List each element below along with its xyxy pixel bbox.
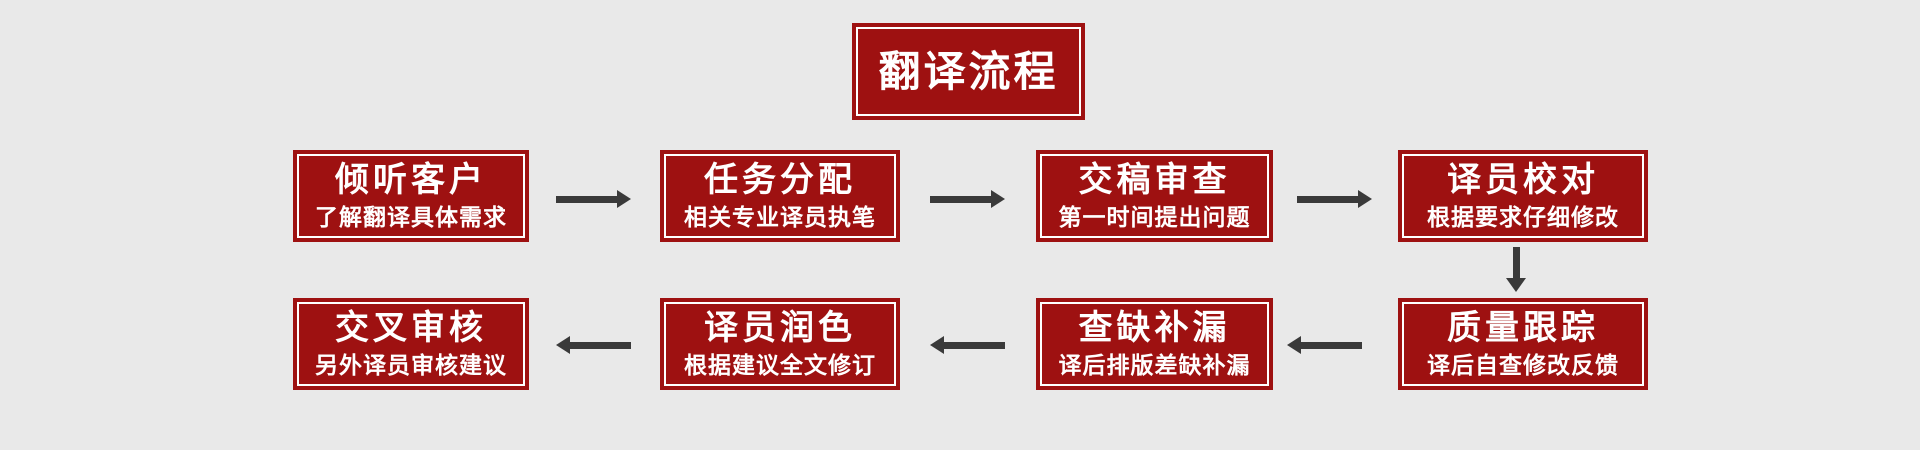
flow-step-1: 倾听客户 了解翻译具体需求 xyxy=(293,150,529,242)
arrow-shaft xyxy=(942,341,1005,349)
step-subtitle: 根据要求仔细修改 xyxy=(1427,204,1619,230)
step-title: 查缺补漏 xyxy=(1078,309,1231,347)
flow-step-2-inner: 任务分配 相关专业译员执笔 xyxy=(664,154,896,238)
step-title: 质量跟踪 xyxy=(1447,309,1599,347)
arrow-head xyxy=(930,336,944,354)
step-title: 译员润色 xyxy=(704,309,856,347)
step-title: 交稿审查 xyxy=(1078,161,1231,199)
step-subtitle: 译后排版差缺补漏 xyxy=(1058,352,1251,378)
arrow-right-icon xyxy=(556,190,631,208)
flow-step-3-inner: 交稿审查 第一时间提出问题 xyxy=(1040,154,1269,238)
flow-step-7-inner: 译员润色 根据建议全文修订 xyxy=(664,302,896,386)
arrow-head xyxy=(991,190,1005,208)
arrow-head xyxy=(1287,336,1301,354)
step-title: 译员校对 xyxy=(1447,161,1599,199)
arrow-shaft xyxy=(930,195,993,203)
arrow-right-icon xyxy=(930,190,1005,208)
flow-step-5: 质量跟踪 译后自查修改反馈 xyxy=(1398,298,1648,390)
flow-step-1-inner: 倾听客户 了解翻译具体需求 xyxy=(297,154,525,238)
arrow-head xyxy=(1506,278,1526,292)
step-subtitle: 译后自查修改反馈 xyxy=(1427,352,1619,378)
step-title: 倾听客户 xyxy=(335,161,487,199)
step-subtitle: 了解翻译具体需求 xyxy=(315,204,507,230)
flow-step-4: 译员校对 根据要求仔细修改 xyxy=(1398,150,1648,242)
step-subtitle: 相关专业译员执笔 xyxy=(684,204,876,230)
arrow-down-icon xyxy=(1506,247,1526,292)
arrow-shaft xyxy=(1299,341,1362,349)
step-subtitle: 另外译员审核建议 xyxy=(315,352,507,378)
flow-step-7: 译员润色 根据建议全文修订 xyxy=(660,298,900,390)
arrow-shaft xyxy=(1297,195,1360,203)
arrow-head xyxy=(617,190,631,208)
flow-title-box: 翻译流程 xyxy=(852,23,1085,120)
flow-step-6-inner: 查缺补漏 译后排版差缺补漏 xyxy=(1040,302,1269,386)
arrow-shaft xyxy=(556,195,619,203)
step-title: 任务分配 xyxy=(704,161,856,199)
arrow-right-icon xyxy=(1297,190,1372,208)
flow-title-box-inner: 翻译流程 xyxy=(856,27,1081,116)
flow-step-5-inner: 质量跟踪 译后自查修改反馈 xyxy=(1402,302,1644,386)
flow-step-6: 查缺补漏 译后排版差缺补漏 xyxy=(1036,298,1273,390)
arrow-left-icon xyxy=(930,336,1005,354)
step-title: 交叉审核 xyxy=(335,309,487,347)
arrow-shaft xyxy=(568,341,631,349)
flow-step-2: 任务分配 相关专业译员执笔 xyxy=(660,150,900,242)
arrow-shaft xyxy=(1512,247,1520,279)
arrow-left-icon xyxy=(556,336,631,354)
flow-step-8-inner: 交叉审核 另外译员审核建议 xyxy=(297,302,525,386)
flow-step-4-inner: 译员校对 根据要求仔细修改 xyxy=(1402,154,1644,238)
flow-step-8: 交叉审核 另外译员审核建议 xyxy=(293,298,529,390)
step-subtitle: 根据建议全文修订 xyxy=(684,352,876,378)
step-subtitle: 第一时间提出问题 xyxy=(1058,204,1251,230)
arrow-head xyxy=(556,336,570,354)
flow-step-3: 交稿审查 第一时间提出问题 xyxy=(1036,150,1273,242)
flow-title: 翻译流程 xyxy=(878,47,1059,95)
arrow-head xyxy=(1358,190,1372,208)
arrow-left-icon xyxy=(1287,336,1362,354)
